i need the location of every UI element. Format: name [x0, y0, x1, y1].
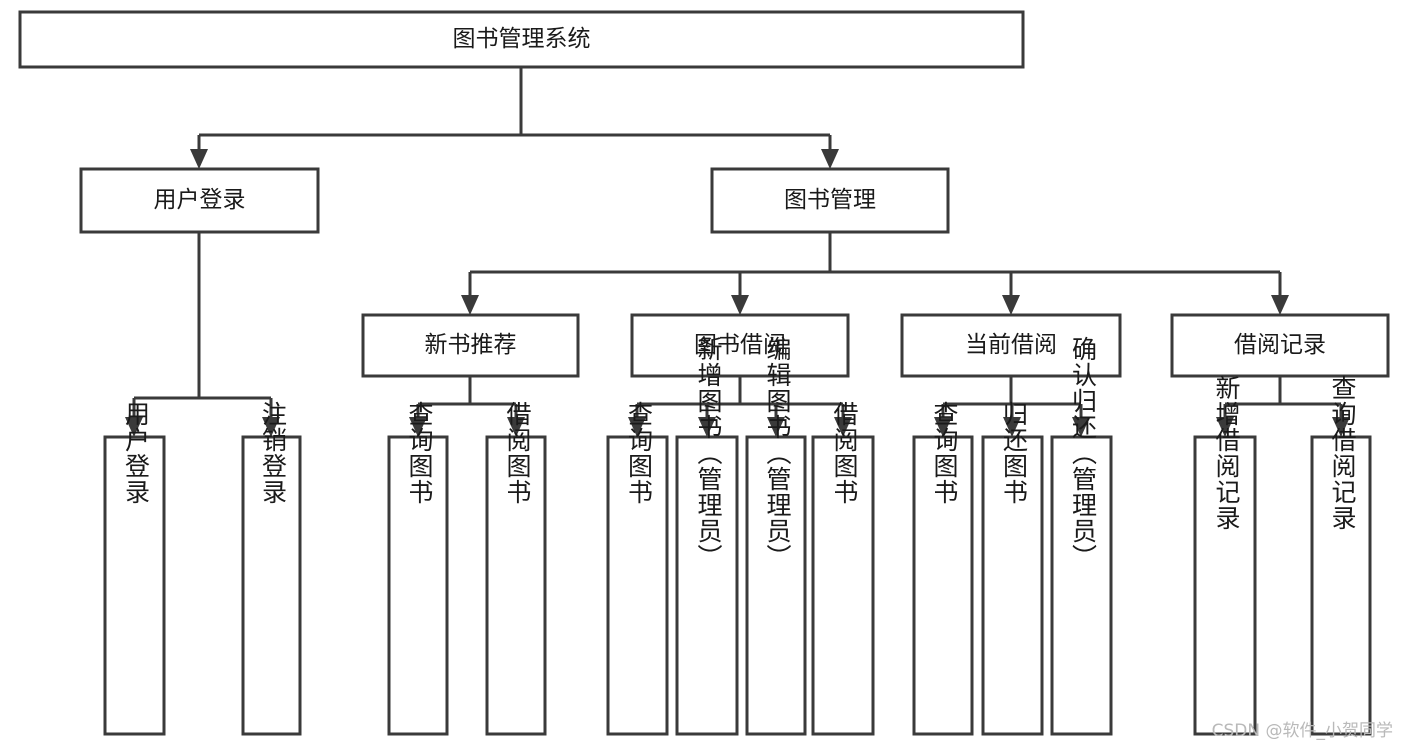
node-label: 借阅图书 — [830, 401, 859, 505]
connector-root-to-level2 — [190, 67, 839, 169]
node-label: 查询借阅记录 — [1328, 375, 1357, 531]
arrow-head-icon — [821, 149, 839, 169]
arrow-head-icon — [834, 417, 852, 437]
node-level3[interactable]: 新书推荐 — [361, 313, 580, 378]
node-label: 归还图书 — [1000, 401, 1029, 505]
node-leaf[interactable]: 新增图书（管理员） — [675, 336, 739, 736]
node-box[interactable] — [361, 313, 580, 378]
node-label: 查询图书 — [625, 401, 654, 505]
node-box[interactable] — [710, 167, 950, 234]
connector-current-to-leaves — [934, 376, 1090, 437]
node-box[interactable] — [981, 435, 1044, 736]
node-box[interactable] — [18, 10, 1025, 69]
node-leaf[interactable]: 归还图书 — [981, 401, 1044, 736]
node-level3[interactable]: 当前借阅 — [900, 313, 1122, 378]
arrow-head-icon — [125, 417, 143, 437]
arrow-head-icon — [461, 295, 479, 315]
arrow-head-icon — [698, 417, 716, 437]
node-label: 借阅图书 — [503, 401, 532, 505]
node-level3[interactable]: 图书借阅 — [630, 313, 850, 378]
arrow-head-icon — [409, 417, 427, 437]
node-box[interactable] — [241, 435, 302, 736]
node-leaf[interactable]: 借阅图书 — [485, 401, 547, 736]
node-box[interactable] — [606, 435, 669, 736]
arrow-head-icon — [1216, 417, 1234, 437]
node-label: 图书管理系统 — [453, 26, 591, 52]
watermark-text: CSDN @软件_小贺同学 — [1211, 721, 1393, 741]
node-box[interactable] — [79, 167, 320, 234]
connector-bookmgmt-to-level3 — [461, 232, 1289, 315]
arrow-head-icon — [1271, 295, 1289, 315]
node-level2[interactable]: 用户登录 — [79, 167, 320, 234]
arrow-head-icon — [1002, 295, 1020, 315]
arrow-head-icon — [1003, 417, 1021, 437]
node-label: 用户登录 — [122, 401, 151, 505]
arrow-head-icon — [767, 417, 785, 437]
node-layer: 图书管理系统用户登录图书管理新书推荐图书借阅当前借阅借阅记录用户登录注销登录查询… — [18, 10, 1390, 736]
node-label: 查询图书 — [405, 401, 434, 505]
connector-layer — [125, 67, 1350, 437]
connector-borrow-to-leaves — [628, 376, 852, 437]
node-label: 确认归还（管理员） — [1069, 336, 1098, 570]
node-level3[interactable]: 借阅记录 — [1170, 313, 1390, 378]
node-box[interactable] — [811, 435, 875, 736]
node-leaf[interactable]: 查询借阅记录 — [1310, 375, 1372, 736]
node-box[interactable] — [900, 313, 1122, 378]
node-label: 图书借阅 — [694, 332, 786, 358]
node-leaf[interactable]: 查询图书 — [912, 401, 974, 736]
node-label: 查询图书 — [930, 401, 959, 505]
arrow-head-icon — [628, 417, 646, 437]
node-box[interactable] — [1310, 435, 1372, 736]
node-leaf[interactable]: 确认归还（管理员） — [1050, 336, 1113, 736]
node-box[interactable] — [387, 435, 449, 736]
node-box[interactable] — [103, 435, 166, 736]
node-label: 新增图书（管理员） — [694, 336, 723, 570]
node-label: 编辑图书（管理员） — [763, 336, 792, 570]
connector-userlogin-to-leaves — [125, 232, 280, 437]
node-leaf[interactable]: 查询图书 — [387, 401, 449, 736]
node-label: 新书推荐 — [425, 332, 517, 358]
node-label: 当前借阅 — [965, 332, 1057, 358]
node-leaf[interactable]: 编辑图书（管理员） — [745, 336, 807, 736]
arrow-head-icon — [190, 149, 208, 169]
connector-recommend-to-leaves — [409, 376, 525, 437]
arrow-head-icon — [1332, 417, 1350, 437]
arrow-head-icon — [1072, 417, 1090, 437]
arrow-head-icon — [507, 417, 525, 437]
node-box[interactable] — [912, 435, 974, 736]
connector-records-to-leaves — [1216, 376, 1350, 437]
node-box[interactable] — [1050, 435, 1113, 736]
node-leaf[interactable]: 新增借阅记录 — [1193, 375, 1257, 736]
arrow-head-icon — [262, 417, 280, 437]
node-level2[interactable]: 图书管理 — [710, 167, 950, 234]
node-box[interactable] — [630, 313, 850, 378]
arrow-head-icon — [934, 417, 952, 437]
node-label: 借阅记录 — [1234, 332, 1326, 358]
node-label: 新增借阅记录 — [1212, 375, 1241, 531]
node-leaf[interactable]: 借阅图书 — [811, 401, 875, 736]
node-label: 注销登录 — [259, 401, 288, 505]
node-leaf[interactable]: 注销登录 — [241, 401, 302, 736]
node-box[interactable] — [485, 435, 547, 736]
node-box[interactable] — [675, 435, 739, 736]
arrow-head-icon — [731, 295, 749, 315]
node-root[interactable]: 图书管理系统 — [18, 10, 1025, 69]
node-leaf[interactable]: 查询图书 — [606, 401, 669, 736]
node-box[interactable] — [1193, 435, 1257, 736]
node-label: 用户登录 — [154, 187, 246, 213]
node-leaf[interactable]: 用户登录 — [103, 401, 166, 736]
node-label: 图书管理 — [784, 187, 876, 213]
node-box[interactable] — [745, 435, 807, 736]
node-box[interactable] — [1170, 313, 1390, 378]
